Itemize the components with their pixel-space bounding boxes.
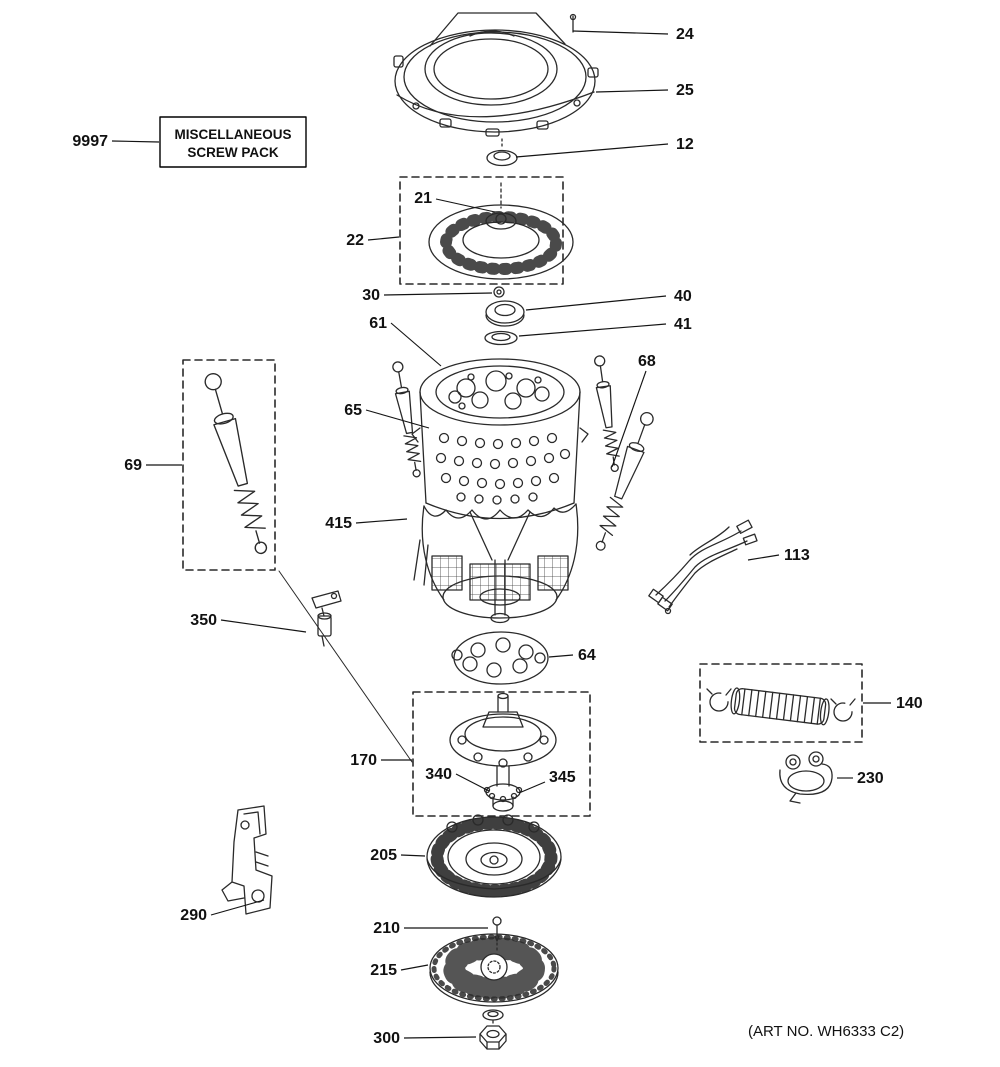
leader-21 bbox=[435, 198, 496, 213]
leader-lines bbox=[111, 30, 891, 1039]
callout-label-25: 25 bbox=[676, 82, 694, 99]
shifter-drawing bbox=[311, 590, 342, 647]
callout-label-40: 40 bbox=[674, 288, 692, 305]
callout-label-22: 22 bbox=[346, 232, 364, 249]
misc-screw-pack-box bbox=[159, 116, 307, 168]
leader-290 bbox=[210, 899, 265, 916]
leader-350 bbox=[220, 619, 307, 633]
washplate-group-box bbox=[399, 176, 564, 285]
callout-label-64: 64 bbox=[578, 647, 596, 664]
bearing-drawing bbox=[485, 300, 525, 327]
drain-hose-drawing bbox=[706, 687, 856, 726]
callout-label-205: 205 bbox=[370, 847, 397, 864]
rotor-drawing bbox=[429, 933, 559, 1007]
diagram-artwork bbox=[159, 12, 863, 1050]
suspension-rod-group-box bbox=[182, 359, 276, 571]
seal-ring-drawing bbox=[484, 330, 518, 346]
transmission-drawing bbox=[449, 692, 557, 812]
leader-9997 bbox=[111, 140, 160, 143]
suspension-rod-left-icon bbox=[389, 360, 425, 479]
callout-label-350: 350 bbox=[190, 612, 217, 629]
suspension-rod-69-icon bbox=[199, 370, 274, 558]
leader-22 bbox=[367, 236, 400, 241]
outer-tub-drawing bbox=[413, 503, 579, 624]
alignment-line bbox=[278, 570, 413, 763]
callout-label-69: 69 bbox=[124, 457, 142, 474]
leader-30 bbox=[383, 292, 493, 296]
shift-actuator-drawing bbox=[779, 751, 833, 804]
mounting-bracket-drawing bbox=[221, 805, 273, 915]
callout-label-24: 24 bbox=[676, 26, 694, 43]
callout-label-21: 21 bbox=[414, 190, 432, 207]
callout-label-30: 30 bbox=[362, 287, 380, 304]
callout-label-12: 12 bbox=[676, 136, 694, 153]
callout-label-41: 41 bbox=[674, 316, 692, 333]
suspension-rod-right-upper-icon bbox=[591, 354, 623, 473]
leader-345 bbox=[518, 781, 546, 794]
leader-64 bbox=[548, 654, 574, 658]
callout-labels: 24 25 12 9997 MISCELLANEOUS SCREW PACK 2… bbox=[72, 26, 922, 1047]
leader-24 bbox=[572, 30, 669, 35]
leader-12 bbox=[515, 143, 669, 158]
callout-label-345: 345 bbox=[549, 769, 576, 786]
nut-drawing bbox=[479, 1009, 507, 1050]
leader-300 bbox=[403, 1036, 477, 1039]
callout-label-300: 300 bbox=[373, 1030, 400, 1047]
leader-41 bbox=[518, 323, 667, 337]
callout-label-170: 170 bbox=[350, 752, 377, 769]
callout-label-230: 230 bbox=[857, 770, 884, 787]
hose-group-box bbox=[699, 663, 863, 743]
callout-label-415: 415 bbox=[325, 515, 352, 532]
tub-cover-drawing bbox=[393, 12, 599, 137]
transmission-group-box bbox=[412, 691, 591, 817]
callout-label-68: 68 bbox=[638, 353, 656, 370]
wash-plate-drawing bbox=[428, 182, 574, 280]
leader-215 bbox=[400, 964, 429, 971]
drive-disc-drawing bbox=[451, 631, 549, 685]
stator-drawing bbox=[426, 814, 562, 898]
leader-68 bbox=[611, 370, 647, 468]
callout-label-9997: 9997 bbox=[72, 133, 108, 150]
leader-40 bbox=[525, 295, 667, 311]
misc-screw-pack-line2: SCREW PACK bbox=[187, 145, 279, 160]
callout-label-215: 215 bbox=[370, 962, 397, 979]
leader-113 bbox=[747, 554, 780, 561]
wire-harness-drawing bbox=[648, 519, 758, 615]
leader-415 bbox=[355, 518, 408, 524]
callout-label-340: 340 bbox=[425, 766, 452, 783]
callout-label-210: 210 bbox=[373, 920, 400, 937]
callout-label-61: 61 bbox=[369, 315, 387, 332]
art-number: (ART NO. WH6333 C2) bbox=[748, 1023, 904, 1040]
leader-65 bbox=[365, 409, 430, 429]
leader-25 bbox=[595, 89, 669, 93]
leader-61 bbox=[390, 322, 442, 367]
leader-340 bbox=[455, 773, 490, 792]
wash-basket-drawing bbox=[411, 358, 589, 520]
washer-drawing bbox=[493, 286, 505, 298]
callout-label-65: 65 bbox=[344, 402, 362, 419]
misc-screw-pack-line1: MISCELLANEOUS bbox=[174, 127, 291, 142]
callout-label-113: 113 bbox=[784, 547, 810, 564]
hub-ring-drawing bbox=[486, 138, 518, 167]
callout-label-140: 140 bbox=[896, 695, 923, 712]
basket-hole-pattern bbox=[435, 432, 571, 505]
leader-205 bbox=[400, 854, 426, 857]
callout-label-290: 290 bbox=[180, 907, 207, 924]
